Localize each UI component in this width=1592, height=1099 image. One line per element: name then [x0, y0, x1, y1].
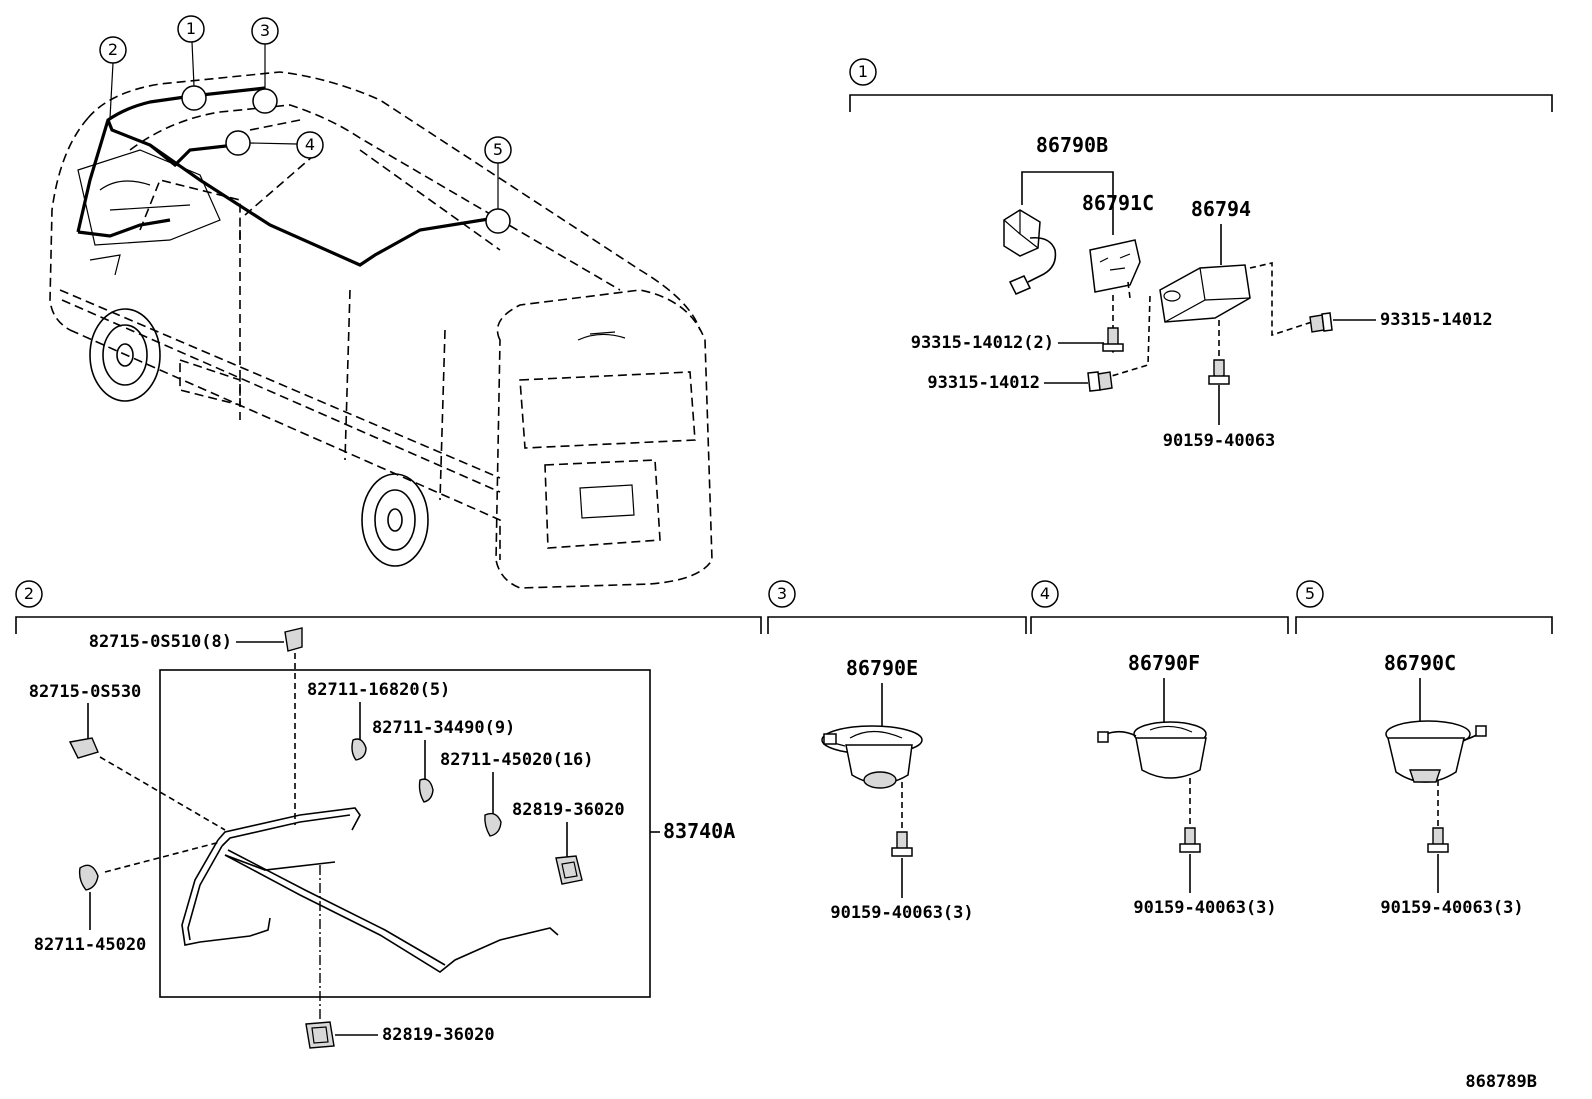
screw-icon [1087, 371, 1113, 392]
wire-harness [181, 807, 559, 973]
connector-part [1003, 209, 1057, 295]
bolt-icon [891, 831, 913, 857]
bolt-icon [1179, 827, 1201, 853]
grommet-icon [305, 1021, 335, 1049]
lamp-unit-86790f [1097, 721, 1207, 779]
part-label-82711-34490: 82711-34490(9) [372, 718, 515, 738]
section-5: 5 86790C 90159-40063(3) [1295, 580, 1553, 918]
part-label-82819-36020-bottom: 82819-36020 [382, 1025, 495, 1045]
svg-text:5: 5 [1305, 584, 1315, 603]
vehicle-overview: 1 3 2 4 5 [49, 15, 713, 589]
clamp-icon [484, 812, 502, 837]
part-label-93315-14012-2: 93315-14012(2) [911, 333, 1054, 353]
svg-text:1: 1 [186, 19, 196, 38]
callout-1: 1 [177, 15, 205, 43]
part-label-90159-40063-3: 90159-40063(3) [830, 903, 973, 923]
svg-text:4: 4 [1040, 584, 1050, 603]
section-3: 3 86790E 90159-40063(3) [767, 580, 1027, 923]
lamp-unit-86790c [1385, 720, 1487, 783]
part-label-82711-45020-16: 82711-45020(16) [440, 750, 594, 770]
clip-icon [284, 627, 303, 652]
svg-text:1: 1 [858, 62, 868, 81]
clip-icon [68, 737, 99, 759]
screw-icon [1309, 312, 1333, 333]
section-4: 4 86790F 90159-40063(3) [1030, 580, 1289, 918]
clamp-icon [351, 738, 367, 761]
section-1: 1 86790B 86791C 86794 [849, 58, 1553, 451]
figure-id: 868789B [1465, 1072, 1537, 1092]
part-label-82715-0s510: 82715-0S510(8) [89, 632, 232, 652]
svg-text:3: 3 [260, 21, 270, 40]
kit-frame [159, 669, 651, 998]
part-label-90159-40063-3: 90159-40063(3) [1133, 898, 1276, 918]
part-label-82711-16820: 82711-16820(5) [307, 680, 450, 700]
part-label-90159-40063: 90159-40063 [1163, 431, 1276, 451]
svg-text:3: 3 [777, 584, 787, 603]
part-label-90159-40063-3: 90159-40063(3) [1380, 898, 1523, 918]
part-label-86790b: 86790B [1036, 133, 1108, 157]
bolt-icon [1208, 359, 1230, 385]
part-label-86790e: 86790E [846, 656, 918, 680]
part-label-86791c: 86791C [1082, 191, 1154, 215]
callout-2: 2 [99, 36, 127, 64]
svg-text:4: 4 [305, 135, 315, 154]
part-label-83740a: 83740A [663, 819, 735, 843]
svg-text:5: 5 [493, 140, 503, 159]
callout-5: 5 [484, 136, 512, 164]
part-label-82819-36020-top: 82819-36020 [512, 800, 625, 820]
callout-4: 4 [296, 131, 324, 159]
lamp-unit-86790e [821, 725, 923, 789]
part-label-86790f: 86790F [1128, 651, 1200, 675]
part-label-93315-14012-right: 93315-14012 [1380, 310, 1493, 330]
part-label-93315-14012: 93315-14012 [927, 373, 1040, 393]
bracket-part [1089, 239, 1141, 293]
section-2: 2 83740A 82715-0S510(8) 82715-0S530 8271… [15, 580, 762, 1049]
part-label-86794: 86794 [1191, 197, 1251, 221]
housing-part [1159, 264, 1251, 323]
part-label-86790c: 86790C [1384, 651, 1456, 675]
clamp-icon [418, 778, 434, 803]
bolt-icon [1427, 827, 1449, 853]
clamp-icon [78, 864, 99, 891]
section-1-number [849, 58, 877, 86]
part-label-82715-0s530: 82715-0S530 [29, 682, 142, 702]
screw-icon [1102, 327, 1124, 354]
svg-text:2: 2 [108, 40, 118, 59]
svg-text:2: 2 [24, 584, 34, 603]
part-label-82711-45020: 82711-45020 [34, 935, 147, 955]
grommet-icon [555, 855, 583, 885]
callout-3: 3 [251, 17, 279, 45]
